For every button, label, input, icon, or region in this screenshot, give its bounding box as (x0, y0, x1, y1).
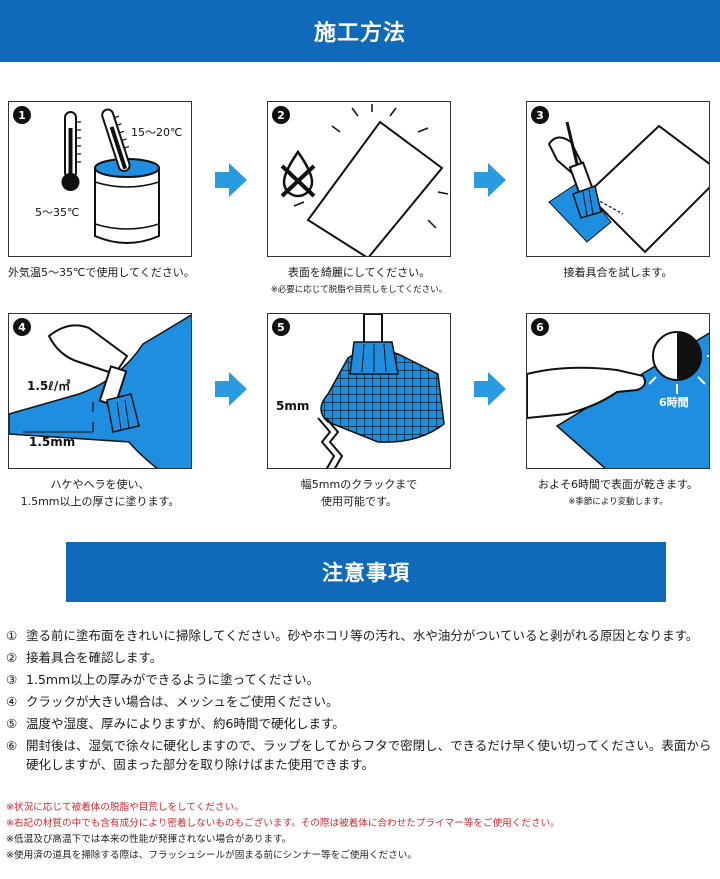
label-hours: 6時間 (659, 395, 689, 409)
no-water-icon (280, 149, 316, 198)
list-marker: ③ (6, 672, 18, 687)
step-2-caption: 表面を綺麗にしてください。 (287, 266, 431, 279)
list-text: 1.5mm以上の厚みができるように塗ってください。 (26, 672, 319, 687)
arrow-right-icon (474, 372, 506, 406)
list-text: 塗る前に塗布面をきれいに掃除してください。砂やホコリ等の汚れ、水や油分がついてい… (26, 628, 699, 643)
cautions-title: 注意事項 (322, 561, 410, 585)
list-item: ① 塗る前に塗布面をきれいに掃除してください。砂やホコリ等の汚れ、水や油分がついて… (6, 626, 716, 645)
step-4-caption-line1: ハケやヘラを使い、 (50, 478, 150, 491)
step-number: 2 (272, 106, 290, 124)
step-2: 2 表面を綺麗にしてください。 ※必要に応じて脱脂や目荒しをしてください。 (267, 101, 451, 295)
step-3-caption: 接着具合を試します。 (563, 266, 673, 279)
step-4-panel: 4 1.5ℓ/㎡ 1.5mm (8, 313, 192, 469)
list-text: 接着具合を確認します。 (26, 650, 163, 665)
caution-list: ① 塗る前に塗布面をきれいに掃除してください。砂やホコリ等の汚れ、水や油分がついて… (6, 626, 716, 777)
mesh-crack-illustration: 5mm (276, 314, 445, 468)
step-6: 6 6時間 およそ6時間で表面が乾きます。 ※季節 (526, 313, 710, 507)
label-crack: 5mm (276, 399, 309, 413)
brush-application-illustration: 1.5ℓ/㎡ 1.5mm (9, 314, 191, 468)
footnote-red: ※右記の材質の中でも含有成分により密着しないものもございます。その際は被着体に合… (6, 818, 560, 829)
step-number: 4 (13, 318, 31, 336)
thermometer-icon: 15～20℃ 5～35℃ (35, 108, 182, 244)
list-marker: ④ (6, 694, 18, 709)
step-4-caption: ハケやヘラを使い、 1.5mm以上の厚さに塗ります。 (8, 476, 192, 510)
drying-illustration: 6時間 (527, 316, 709, 468)
step-5-caption-line1: 幅5mmのクラックまで (300, 478, 418, 491)
list-item: ④ クラックが大きい場合は、メッシュをご使用ください。 (6, 692, 716, 711)
arrow-right-icon (474, 163, 506, 197)
list-item: ⑤ 温度や湿度、厚みによりますが、約6時間で硬化します。 (6, 714, 716, 733)
step-number: 5 (272, 318, 290, 336)
surface-illustration (280, 104, 449, 256)
step-6-caption: およそ6時間で表面が乾きます。 (538, 478, 698, 491)
test-adhesion-illustration (547, 121, 709, 254)
list-marker: ② (6, 650, 18, 665)
section-header-cautions: 注意事項 (66, 542, 666, 602)
step-1-caption: 外気温5～35℃で使用してください。 (8, 266, 195, 279)
step-number: 3 (531, 106, 549, 124)
step-1: 1 (8, 101, 195, 281)
method-title: 施工方法 (313, 21, 406, 46)
step-5: 5 5mm 幅5mmのクラックまで 使用可能です。 (267, 313, 451, 510)
step-5-panel: 5 5mm (267, 313, 451, 469)
step-5-caption: 幅5mmのクラックまで 使用可能です。 (267, 476, 451, 510)
step-2-panel: 2 (267, 101, 451, 257)
label-thickness: 1.5mm (29, 435, 75, 449)
step-3-panel: 3 (526, 101, 710, 257)
list-text: クラックが大きい場合は、メッシュをご使用ください。 (26, 694, 339, 709)
list-item: ⑥ 開封後は、湿気で徐々に硬化しますので、ラップをしてからフタで密閉し、できるだけ… (6, 736, 716, 774)
list-marker: ⑥ (6, 738, 18, 753)
step-number: 1 (13, 106, 31, 124)
step-4-caption-line2: 1.5mm以上の厚さに塗ります。 (20, 495, 180, 509)
list-item: ② 接着具合を確認します。 (6, 648, 716, 667)
paint-can-icon (94, 158, 160, 244)
sun-clock-icon (637, 316, 709, 394)
footnote: ※使用済の道具を掃除する際は、フラッシュシールが固まる前にシンナー等をご使用くだ… (6, 850, 417, 861)
list-text: 温度や湿度、厚みによりますが、約6時間で硬化します。 (26, 716, 345, 731)
list-text: 開封後は、湿気で徐々に硬化しますので、ラップをしてからフタで密閉し、できるだけ早… (26, 738, 712, 772)
section-header-method: 施工方法 (0, 0, 720, 62)
list-marker: ⑤ (6, 716, 18, 731)
footnote: ※低温及び高温下では本来の性能が発揮されない場合があります。 (6, 834, 292, 845)
step-3: 3 接着具合を試します。 (526, 101, 710, 281)
label-temp-high: 15～20℃ (131, 126, 182, 139)
step-number: 6 (531, 318, 549, 336)
arrow-right-icon (215, 372, 247, 406)
step-5-caption-line2: 使用可能です。 (321, 495, 397, 509)
label-amount: 1.5ℓ/㎡ (27, 378, 70, 393)
step-6-note: ※季節により変動します。 (568, 497, 668, 508)
footnote-red: ※状況に応じて被着体の脱脂や目荒しをしてください。 (6, 802, 244, 813)
step-2-note: ※必要に応じて脱脂や目荒しをしてください。 (270, 285, 448, 296)
arrow-right-icon (215, 163, 247, 197)
step-1-panel: 1 (8, 101, 192, 257)
label-temp-low: 5～35℃ (35, 206, 79, 219)
step-6-panel: 6 6時間 (526, 313, 710, 469)
list-item: ③ 1.5mm以上の厚みができるように塗ってください。 (6, 670, 716, 689)
step-4: 4 1.5ℓ/㎡ 1.5mm ハケやヘラを使い、 1.5mm以上の厚さに塗ります… (8, 313, 192, 510)
list-marker: ① (6, 628, 18, 643)
footnotes: ※状況に応じて被着体の脱脂や目荒しをしてください。 ※右記の材質の中でも含有成分… (6, 800, 716, 864)
